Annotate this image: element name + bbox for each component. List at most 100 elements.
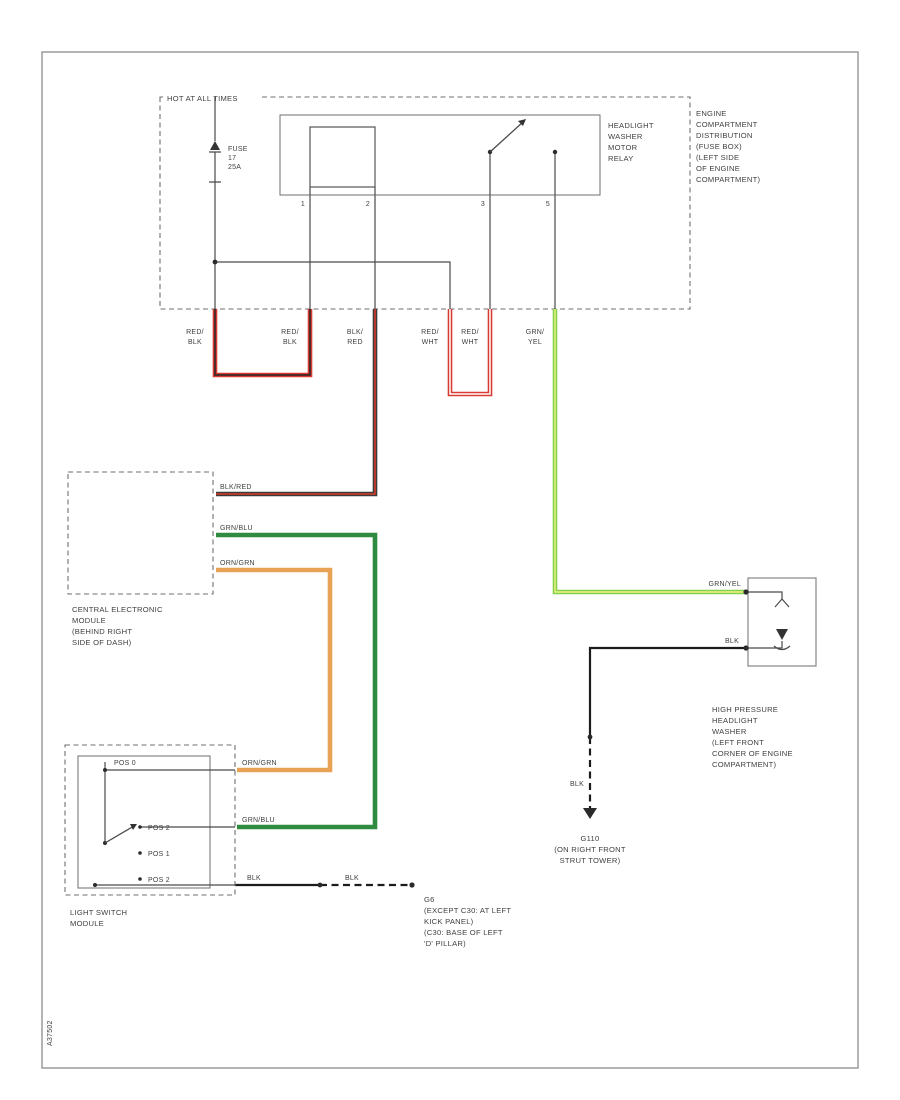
- g110-label: G110: [580, 834, 599, 843]
- lsm-leads: [95, 762, 235, 886]
- g6-wire-label: BLK: [345, 875, 359, 882]
- junction-dot: [317, 882, 323, 888]
- fuse-label: FUSE: [228, 146, 248, 153]
- fuse-box-outline: [159, 96, 691, 310]
- fuse-box-title-line: OF ENGINE: [696, 164, 740, 173]
- fuse-label: 25A: [228, 164, 241, 171]
- wire-blk-g110: [588, 646, 746, 737]
- fuse-17: FUSE 17 25A: [209, 141, 248, 183]
- wire-blk-red-stripe: [216, 309, 376, 495]
- hot-at-all-times-label: HOT AT ALL TIMES: [167, 94, 238, 103]
- wires: [212, 309, 746, 888]
- switch-arm: [104, 825, 135, 844]
- wire-drop-labels: RED/ BLK RED/ BLK BLK/ RED RED/ WHT RED/…: [186, 329, 544, 346]
- wire-label: BLK: [188, 339, 202, 346]
- pos-label: POS 2: [148, 877, 170, 884]
- wire-red-wht-stripe: [449, 309, 491, 395]
- fuse-box-title-line: (FUSE BOX): [696, 142, 742, 151]
- ground-g110: BLK G110 (ON RIGHT FRONT STRUT TOWER): [554, 781, 625, 865]
- g6-label: KICK PANEL): [424, 917, 474, 926]
- wire-blk-red: [216, 309, 378, 497]
- fuse-box-title-line: COMPARTMENT: [696, 120, 758, 129]
- ground-g6: BLK G6 (EXCEPT C30: AT LEFT KICK PANEL) …: [345, 875, 511, 948]
- lsm-stub-label: GRN/BLU: [242, 817, 275, 824]
- relay-outline: [279, 114, 601, 196]
- washer-wire-out-label: BLK: [725, 638, 739, 645]
- washer-pump-symbol: [773, 645, 791, 651]
- relay-pin-label: 1: [301, 201, 305, 208]
- junction-dot: [409, 882, 415, 888]
- wire-label: BLK/: [347, 329, 363, 336]
- washer-wire-in-label: GRN/YEL: [709, 581, 741, 588]
- washer-label: COMPARTMENT): [712, 760, 777, 769]
- wire-label: RED/: [421, 329, 439, 336]
- switch-arrow-icon: [518, 119, 526, 126]
- fuse-label: 17: [228, 155, 236, 162]
- fuse-box-title: ENGINE COMPARTMENT DISTRIBUTION (FUSE BO…: [696, 109, 760, 184]
- high-pressure-headlight-washer: GRN/YEL BLK HIGH PRESSURE HEADLIGHT WASH…: [709, 577, 817, 769]
- wire-red-blk-stripe: [214, 309, 311, 376]
- g6-label: 'D' PILLAR): [424, 939, 466, 948]
- g6-label: (EXCEPT C30: AT LEFT: [424, 906, 511, 915]
- wire-grn-yel: [552, 309, 746, 595]
- washer-label: CORNER OF ENGINE: [712, 749, 793, 758]
- relay-coil-leads: [309, 187, 376, 195]
- g110-label: STRUT TOWER): [560, 856, 621, 865]
- washer-terminal: [743, 589, 749, 595]
- switch-contact: [138, 877, 142, 881]
- fuse-box-leads: [214, 97, 556, 309]
- wire-orn: [216, 567, 333, 773]
- wire-label: BLK: [283, 339, 297, 346]
- lsm-outline: [64, 744, 236, 896]
- engine-compartment-fuse-box: HOT AT ALL TIMES FUSE 17 25A 1 2: [159, 92, 760, 310]
- headlight-washer-motor-relay: 1 2 3 5 HEADLIGHT WASHER MOTOR RELAY: [279, 114, 654, 208]
- g6-label: G6: [424, 895, 435, 904]
- lsm-stub-label: ORN/GRN: [242, 760, 277, 767]
- washer-pump-symbol: [776, 629, 788, 640]
- cem-label: MODULE: [72, 616, 106, 625]
- cem-outline: [67, 471, 214, 595]
- ground-symbol-icon: [583, 808, 597, 819]
- relay-label: MOTOR: [608, 143, 638, 152]
- switch-terminal: [93, 883, 97, 887]
- washer-label: (LEFT FRONT: [712, 738, 764, 747]
- fuse-box-title-line: (LEFT SIDE: [696, 153, 739, 162]
- washer-label: HIGH PRESSURE: [712, 705, 778, 714]
- cem-stub-label: BLK/RED: [220, 484, 252, 491]
- fuse-symbol: [209, 151, 221, 183]
- wire-grn-blu: [216, 532, 378, 830]
- pos-label: POS 2: [148, 825, 170, 832]
- wire-label: RED/: [281, 329, 299, 336]
- relay-pin-label: 5: [546, 201, 550, 208]
- washer-leads: [748, 591, 783, 649]
- cem-label: SIDE OF DASH): [72, 638, 132, 647]
- washer-nozzle-symbol: [774, 598, 790, 608]
- fuse-box-title-line: DISTRIBUTION: [696, 131, 753, 140]
- fuse-box-title-line: ENGINE: [696, 109, 727, 118]
- lsm-inner-box: [77, 755, 211, 889]
- wire-label: WHT: [422, 339, 439, 346]
- junction-dot: [587, 734, 593, 740]
- wire-red-wht: [447, 309, 493, 397]
- diagram-code: A37502: [47, 1020, 54, 1046]
- wire-label: GRN/: [526, 329, 545, 336]
- page-border: [41, 51, 859, 1069]
- cem-label: (BEHIND RIGHT: [72, 627, 132, 636]
- relay-pin-label: 3: [481, 201, 485, 208]
- pos-label: POS 0: [114, 760, 136, 767]
- g110-wire-label: BLK: [570, 781, 584, 788]
- relay-pin-label: 2: [366, 201, 370, 208]
- junction-dot: [212, 259, 218, 265]
- hot-label-bg: [163, 92, 259, 103]
- wire-label: WHT: [462, 339, 479, 346]
- light-switch-module: POS 0 POS 2 POS 1 POS 2 ORN/GRN GRN/BLU …: [64, 744, 277, 928]
- switch-contact: [138, 825, 142, 829]
- washer-terminal: [743, 645, 749, 651]
- wire-grn-yel-stripe: [554, 309, 746, 593]
- cem-stub-label: GRN/BLU: [220, 525, 253, 532]
- relay-label: HEADLIGHT: [608, 121, 654, 130]
- washer-label: WASHER: [712, 727, 747, 736]
- lsm-label: MODULE: [70, 919, 104, 928]
